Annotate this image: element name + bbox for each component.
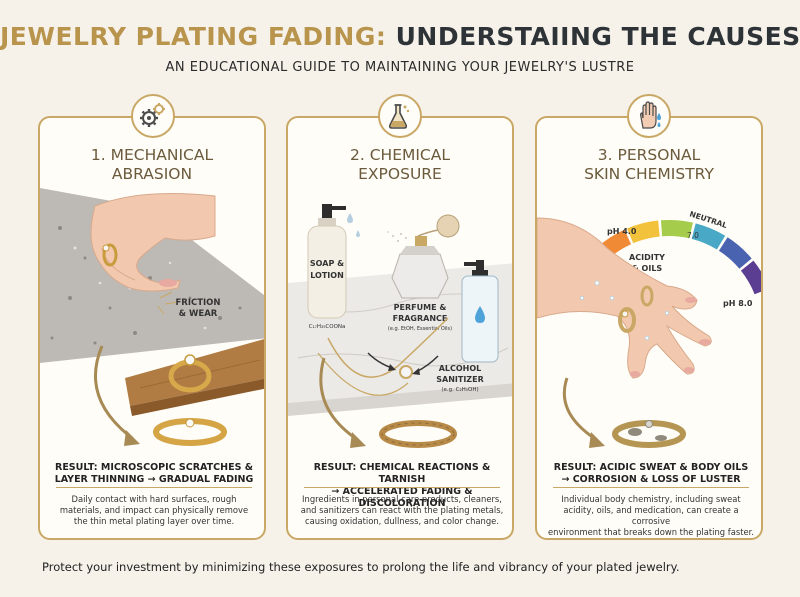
description-line: and sanitizers can react with the platin… bbox=[300, 505, 504, 515]
perfume-label: PERFUME & bbox=[394, 303, 447, 312]
divider bbox=[56, 487, 252, 488]
result-line: RESULT: MICROSCOPIC SCRATCHES & bbox=[55, 462, 253, 473]
page-subtitle: AN EDUCATIONAL GUIDE TO MAINTAINING YOUR… bbox=[165, 60, 635, 75]
heading-line: 1. MECHANICAL bbox=[90, 146, 214, 164]
heading-line: 3. PERSONAL bbox=[597, 146, 701, 164]
description-line: Daily contact with hard surfaces, rough bbox=[71, 494, 237, 504]
acidity-label: & OILS bbox=[632, 264, 663, 273]
ph-scale-segment bbox=[691, 223, 726, 250]
alcohol-note: (e.g. C₂H₅OH) bbox=[441, 387, 478, 393]
heading-line: SKIN CHEMISTRY bbox=[584, 165, 714, 183]
panel-skin-chemistry: 3. PERSONAL SKIN CHEMISTRY pH 4.0 NEUTRA… bbox=[535, 116, 763, 540]
description-line: acidity, oils, and medication, can creat… bbox=[563, 505, 739, 526]
mechanical-abrasion-illustration: FRICTION & WEAR bbox=[40, 188, 264, 446]
ph-high-label: pH 8.0 bbox=[723, 299, 753, 308]
panel-description: Individual body chemistry, including swe… bbox=[547, 494, 755, 538]
perfume-note: (e.g. EtOH, Essential Oils) bbox=[388, 326, 452, 332]
divider bbox=[304, 487, 500, 488]
description-line: Ingredients in personal care products, c… bbox=[302, 494, 502, 504]
ph-neutral-label: NEUTRAL bbox=[688, 209, 728, 230]
perfume-label: FRAGRANCE bbox=[393, 314, 448, 323]
result-line: LAYER THINNING → GRADUAL FADING bbox=[54, 474, 254, 485]
result-line: RESULT: ACIDIC SWEAT & BODY OILS bbox=[553, 462, 749, 473]
panel-description: Ingredients in personal care products, c… bbox=[298, 494, 506, 527]
heading-line: ABRASION bbox=[111, 165, 193, 183]
panel-heading: 1. MECHANICAL ABRASION bbox=[40, 146, 264, 184]
soap-formula: C₁₇H₃₅COONa bbox=[309, 324, 346, 330]
soap-label: SOAP & bbox=[310, 259, 344, 268]
flask-icon bbox=[378, 94, 422, 138]
description-line: causing oxidation, dullness, and color c… bbox=[305, 516, 499, 526]
page-title: JEWELRY PLATING FADING: UNDERSTAIING THE… bbox=[0, 22, 800, 51]
result-line: → CORROSION & LOSS OF LUSTER bbox=[561, 474, 741, 485]
chemical-exposure-illustration: SOAP & LOTION C₁₇H₃₅COONa PERFUME & FRAG… bbox=[288, 204, 512, 448]
soap-label: LOTION bbox=[310, 271, 344, 280]
divider bbox=[553, 487, 749, 488]
ph-mid-label: 7.0 bbox=[687, 231, 699, 240]
panel-description: Daily contact with hard surfaces, rough … bbox=[50, 494, 258, 527]
panel-heading: 3. PERSONAL SKIN CHEMISTRY bbox=[537, 146, 761, 184]
alcohol-label: SANITIZER bbox=[436, 375, 483, 384]
ph-scale-segment bbox=[627, 220, 660, 244]
description-line: Individual body chemistry, including swe… bbox=[561, 494, 741, 504]
panel-heading: 2. CHEMICAL EXPOSURE bbox=[288, 146, 512, 184]
panel-mechanical-abrasion: 1. MECHANICAL ABRASION FRICTION & WEAR bbox=[38, 116, 266, 540]
ph-scale-segment bbox=[718, 237, 752, 269]
description-line: environment that breaks down the plating… bbox=[548, 527, 754, 537]
panel-chemical-exposure: 2. CHEMICAL EXPOSURE SOAP & LOTION C₁₇H₃… bbox=[286, 116, 514, 540]
heading-line: EXPOSURE bbox=[358, 165, 442, 183]
title-part-gold: JEWELRY PLATING FADING: bbox=[0, 22, 387, 51]
ph-scale-segment bbox=[740, 260, 761, 295]
alcohol-label: ALCOHOL bbox=[439, 364, 482, 373]
result-text: RESULT: MICROSCOPIC SCRATCHES & LAYER TH… bbox=[46, 462, 262, 486]
title-part-dark: UNDERSTAIING THE CAUSES bbox=[395, 22, 800, 51]
result-line: RESULT: CHEMICAL REACTIONS & TARNISH bbox=[313, 462, 491, 485]
ph-scale-segment bbox=[660, 220, 693, 239]
result-text: RESULT: CHEMICAL REACTIONS & TARNISH → A… bbox=[294, 462, 510, 510]
description-line: materials, and impact can physically rem… bbox=[59, 505, 249, 515]
skin-chemistry-illustration: pH 4.0 NEUTRAL 7.0 pH 8.0 ACIDITY & OILS bbox=[537, 209, 761, 448]
heading-line: 2. CHEMICAL bbox=[350, 146, 450, 164]
acidity-label: ACIDITY bbox=[629, 253, 665, 262]
callout-label: FRICTION bbox=[175, 298, 220, 308]
result-text: RESULT: ACIDIC SWEAT & BODY OILS → CORRO… bbox=[543, 462, 759, 486]
description-line: the thin metal plating layer over time. bbox=[73, 516, 235, 526]
hand-drops-icon bbox=[627, 94, 671, 138]
result-line: → ACCELERATED FADING & DISCOLORATION bbox=[331, 486, 473, 509]
footer-note: Protect your investment by minimizing th… bbox=[42, 560, 680, 574]
ph-low-label: pH 4.0 bbox=[607, 227, 637, 236]
callout-label: & WEAR bbox=[179, 309, 218, 319]
gears-icon bbox=[131, 94, 175, 138]
